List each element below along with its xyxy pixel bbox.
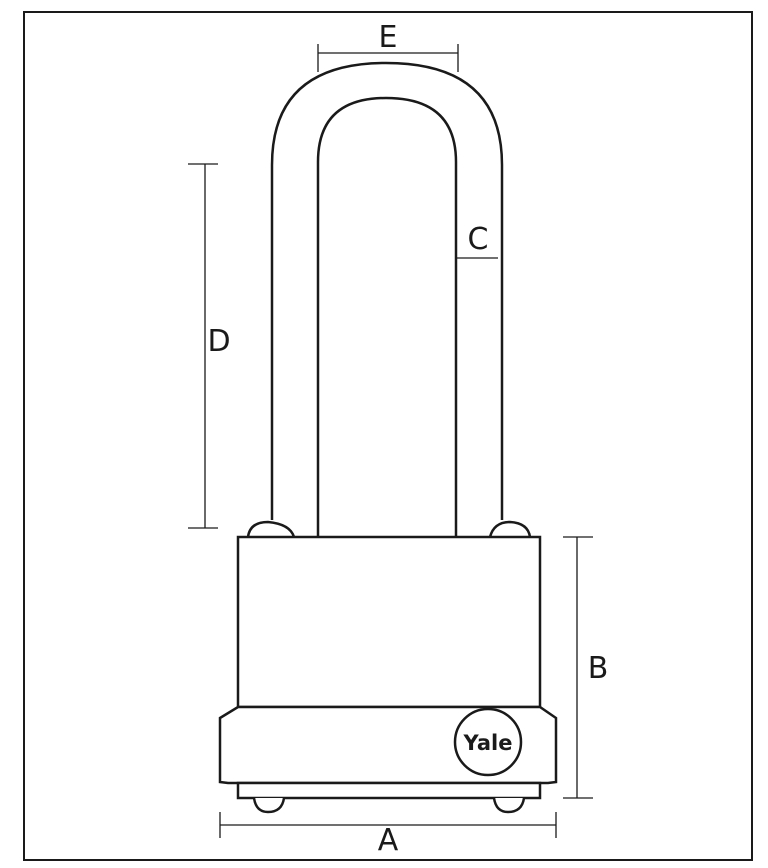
label-d: D [207, 324, 230, 359]
dimension-a [219, 812, 557, 838]
lock-feet [252, 797, 526, 814]
lock-body-upper [236, 535, 542, 709]
dimension-d [188, 163, 218, 529]
left-collar [246, 520, 296, 538]
label-c: C [468, 222, 489, 257]
label-b: B [588, 651, 609, 686]
label-e: E [379, 20, 398, 55]
shackle [270, 61, 504, 538]
lock-base-plate [236, 781, 542, 800]
shackle-inner-outline [316, 96, 458, 538]
dimension-e [317, 44, 459, 72]
label-a: A [378, 823, 399, 858]
right-collar [488, 520, 532, 538]
yale-logo: Yale [453, 707, 523, 777]
left-foot [252, 797, 286, 814]
shackle-outer-outline [270, 61, 504, 520]
diagram-frame [23, 11, 753, 861]
yale-logo-ring [453, 707, 523, 777]
yale-logo-text: Yale [463, 731, 513, 755]
dimension-b [563, 536, 593, 799]
shackle-collars [246, 520, 532, 538]
right-foot [492, 797, 526, 814]
